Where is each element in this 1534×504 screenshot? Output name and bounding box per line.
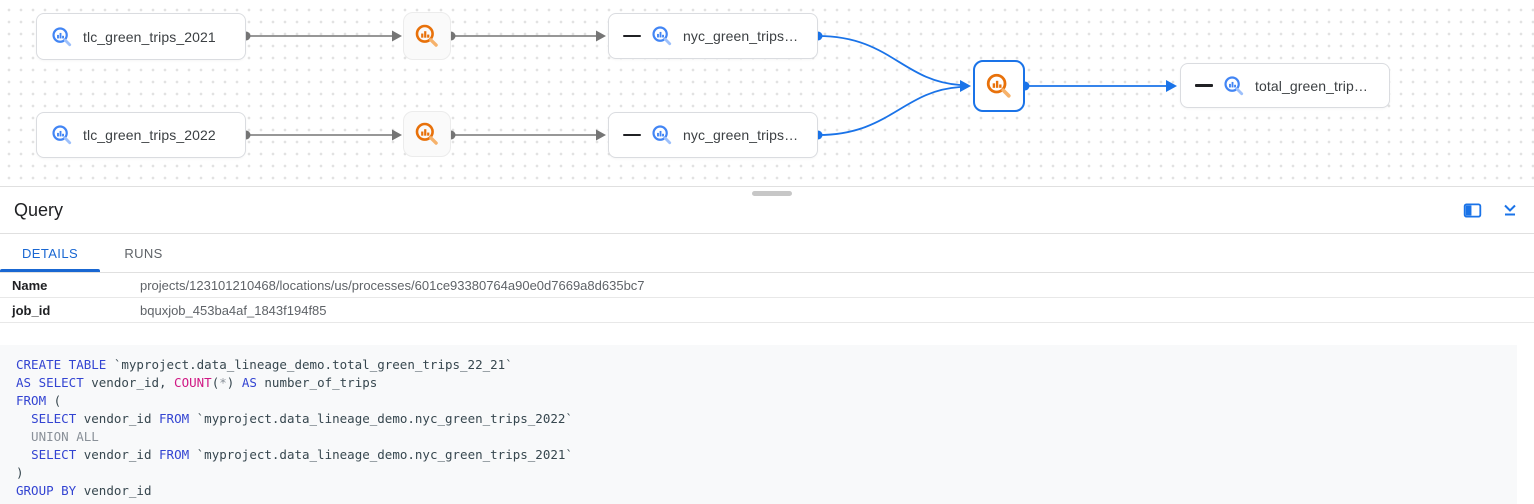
- bigquery-table-icon: [52, 125, 72, 145]
- panel-title: Query: [14, 199, 64, 220]
- collapse-panel-icon[interactable]: [1500, 200, 1520, 220]
- remove-icon[interactable]: [623, 34, 641, 38]
- node-label: tlc_green_trips_2021: [83, 28, 216, 45]
- panel-tabs: DETAILS RUNS: [0, 234, 1534, 273]
- bigquery-table-icon: [52, 26, 72, 46]
- query-details-panel: Query DETAILS RUNS Name projects/1231012…: [0, 186, 1534, 504]
- field-row-job-id: job_id bquxjob_453ba4af_1843f194f85: [0, 298, 1534, 323]
- field-row-name: Name projects/123101210468/locations/us/…: [0, 273, 1534, 298]
- panel-resize-handle[interactable]: [752, 191, 792, 196]
- node-nyc-green-trips-bottom[interactable]: nyc_green_trips…: [608, 112, 818, 158]
- sql-code-block[interactable]: CREATE TABLE `myproject.data_lineage_dem…: [0, 345, 1517, 504]
- field-label: Name: [12, 277, 48, 293]
- node-label: total_green_trip…: [1255, 77, 1368, 94]
- node-nyc-green-trips-top[interactable]: nyc_green_trips…: [608, 13, 818, 59]
- node-label: nyc_green_trips…: [683, 127, 799, 143]
- node-label: nyc_green_trips…: [683, 28, 799, 44]
- lineage-graph-canvas[interactable]: tlc_green_trips_2021 nyc_green_trips…: [0, 0, 1534, 186]
- node-total-green-trips[interactable]: total_green_trip…: [1180, 63, 1390, 108]
- process-node-selected[interactable]: [973, 60, 1025, 112]
- remove-icon[interactable]: [1195, 84, 1213, 87]
- bigquery-table-icon: [1224, 75, 1244, 95]
- tab-runs[interactable]: RUNS: [124, 245, 163, 261]
- node-tlc-green-trips-2021[interactable]: tlc_green_trips_2021: [36, 13, 246, 60]
- dock-side-icon[interactable]: [1462, 200, 1482, 220]
- field-value: bquxjob_453ba4af_1843f194f85: [140, 302, 327, 318]
- node-label: tlc_green_trips_2022: [83, 127, 216, 143]
- process-node-bottom[interactable]: [403, 111, 451, 157]
- sql-code: CREATE TABLE `myproject.data_lineage_dem…: [16, 357, 573, 498]
- field-value: projects/123101210468/locations/us/proce…: [140, 277, 645, 293]
- node-tlc-green-trips-2022[interactable]: tlc_green_trips_2022: [36, 112, 246, 158]
- remove-icon[interactable]: [623, 133, 641, 137]
- bigquery-table-icon: [652, 26, 672, 46]
- process-node-top[interactable]: [403, 12, 451, 60]
- bigquery-process-icon: [986, 73, 1011, 98]
- bigquery-process-icon: [415, 122, 438, 145]
- tab-details[interactable]: DETAILS: [0, 234, 101, 272]
- bigquery-table-icon: [652, 125, 672, 145]
- bigquery-process-icon: [415, 24, 438, 47]
- panel-header: Query: [0, 187, 1534, 234]
- lineage-edges: [241, 30, 1177, 141]
- field-label: job_id: [12, 302, 51, 318]
